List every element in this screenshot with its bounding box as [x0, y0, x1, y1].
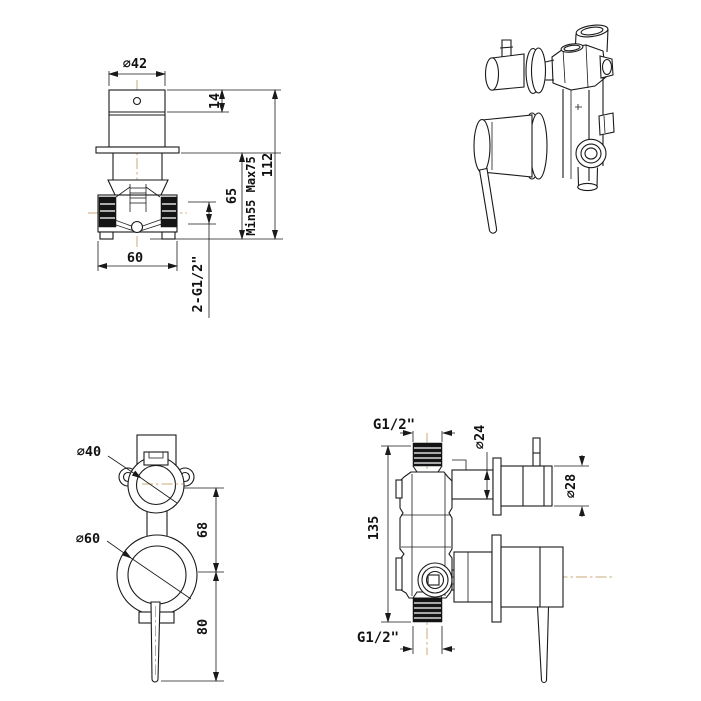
side-view: G1/2" ⌀24 ⌀28 135 G1/2" — [357, 417, 612, 684]
dim-stem-diameter: ⌀24 — [472, 425, 488, 449]
front-handle — [108, 89, 166, 148]
side-lower-escutcheon — [491, 534, 502, 623]
dim-height-65: 65 — [224, 188, 240, 204]
dim-body-width: 60 — [127, 250, 143, 266]
side-upper-escutcheon — [492, 457, 502, 516]
dim-total-height: 112 — [260, 153, 276, 177]
dim-body-height: 135 — [366, 516, 382, 540]
side-mixer-handle — [453, 534, 564, 684]
thread-right — [160, 196, 178, 228]
cartridge-detail — [115, 184, 161, 212]
side-lever — [536, 606, 550, 684]
dim-lever-length: 80 — [195, 619, 211, 635]
dim-knob-diameter: ⌀28 — [563, 474, 579, 498]
trim-view: ⌀40 ⌀60 68 80 — [76, 434, 224, 683]
trim-top-tab — [143, 451, 169, 466]
dim-depth-range: Min55 Max75 — [244, 156, 258, 235]
label-thread-spec: 2-G1/2" — [190, 256, 206, 313]
label-dia-40: ⌀40 — [77, 444, 101, 460]
iso-body — [562, 78, 615, 181]
iso-outlet-port — [575, 138, 607, 192]
side-thread-bottom — [412, 591, 443, 623]
iso-mounting-lug — [598, 112, 615, 136]
iso-lever — [478, 167, 498, 234]
front-valve-body — [97, 184, 178, 240]
front-escutcheon-flange — [95, 146, 180, 154]
side-thread-top — [412, 442, 443, 467]
side-knob-pin — [532, 437, 541, 467]
thread-left — [98, 196, 117, 228]
side-outlet-port — [417, 562, 463, 598]
trim-neck — [146, 511, 168, 537]
trim-ring-large — [116, 534, 198, 616]
iso-view — [473, 24, 615, 234]
label-thread-bottom: G1/2" — [357, 630, 399, 646]
trim-leaders — [106, 455, 192, 600]
outlet-hole — [130, 220, 144, 234]
front-view: ⌀42 14 65 Min55 Max75 112 60 2-G1/2" — [88, 56, 283, 318]
iso-diverter-knob — [484, 39, 555, 95]
iso-diverter-housing — [551, 43, 614, 91]
side-dimensions — [381, 430, 589, 654]
iso-mixer-handle — [473, 112, 548, 234]
label-thread-top: G1/2" — [373, 417, 415, 433]
dim-center-distance: 68 — [195, 522, 211, 538]
front-dimensions — [97, 71, 283, 318]
front-upper-body — [107, 153, 169, 198]
side-diverter-knob — [451, 437, 553, 516]
trim-dimensions — [161, 487, 224, 682]
label-dia-60: ⌀60 — [76, 531, 100, 547]
set-screw-hole — [132, 96, 142, 106]
dim-handle-diameter: ⌀42 — [123, 56, 147, 72]
dim-cap-height: 14 — [207, 93, 223, 109]
